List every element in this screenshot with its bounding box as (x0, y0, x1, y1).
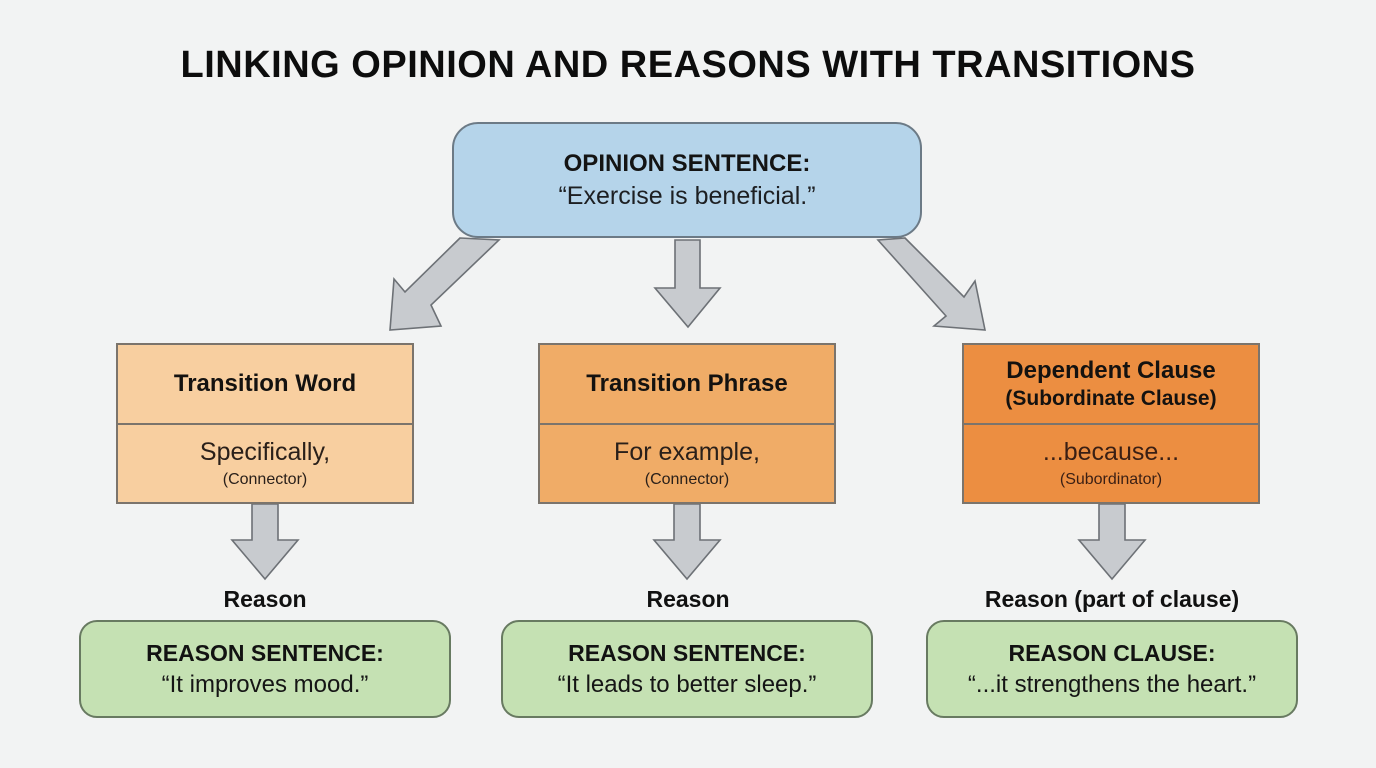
transition-phrase-header: Transition Phrase (540, 345, 834, 425)
reason-sentence-box-2: REASON SENTENCE: “It leads to better sle… (501, 620, 873, 718)
result-quote: “It leads to better sleep.” (557, 670, 817, 698)
type-label: Transition Phrase (586, 369, 788, 397)
example-text: Specifically, (199, 438, 331, 466)
reason-sentence-box-1: REASON SENTENCE: “It improves mood.” (79, 620, 451, 718)
reason-clause-box: REASON CLAUSE: “...it strengthens the he… (926, 620, 1298, 718)
transition-phrase-box: Transition Phrase For example, (Connecto… (538, 343, 836, 504)
role-text: (Subordinator) (1059, 471, 1163, 488)
example-text: For example, (614, 438, 760, 466)
arrow-to-transition-phrase-icon (653, 239, 722, 329)
transition-phrase-example: For example, (Connector) (540, 425, 834, 502)
transition-word-box: Transition Word Specifically, (Connector… (116, 343, 414, 504)
type-sublabel: (Subordinate Clause) (1005, 386, 1217, 410)
type-label: Transition Word (173, 369, 357, 397)
result-quote: “It improves mood.” (161, 670, 369, 698)
reason-label-1: Reason (223, 586, 307, 612)
role-text: (Connector) (644, 471, 730, 488)
arrow-to-transition-word-icon (389, 237, 501, 331)
role-text: (Connector) (222, 471, 308, 488)
reason-label-3: Reason (part of clause) (984, 586, 1240, 612)
arrow-to-dependent-clause-icon (876, 237, 986, 331)
type-label: Dependent Clause (1006, 357, 1216, 384)
result-quote: “...it strengthens the heart.” (967, 670, 1257, 698)
result-heading: REASON CLAUSE: (1008, 639, 1216, 666)
opinion-heading: OPINION SENTENCE: (563, 149, 811, 177)
dependent-clause-box: Dependent Clause (Subordinate Clause) ..… (962, 343, 1260, 504)
transition-word-header: Transition Word (118, 345, 412, 425)
result-heading: REASON SENTENCE: (568, 639, 806, 666)
transition-word-example: Specifically, (Connector) (118, 425, 412, 502)
arrow-down-reason-3-icon (1077, 503, 1147, 581)
result-heading: REASON SENTENCE: (146, 639, 384, 666)
dependent-clause-header: Dependent Clause (Subordinate Clause) (964, 345, 1258, 425)
dependent-clause-example: ...because... (Subordinator) (964, 425, 1258, 502)
opinion-sentence-box: OPINION SENTENCE: “Exercise is beneficia… (452, 122, 922, 238)
arrow-down-reason-1-icon (230, 503, 300, 581)
opinion-quote: “Exercise is beneficial.” (558, 181, 816, 210)
reason-label-2: Reason (646, 586, 730, 612)
diagram-title: LINKING OPINION AND REASONS WITH TRANSIT… (180, 44, 1196, 86)
example-text: ...because... (1042, 438, 1180, 466)
arrow-down-reason-2-icon (652, 503, 722, 581)
